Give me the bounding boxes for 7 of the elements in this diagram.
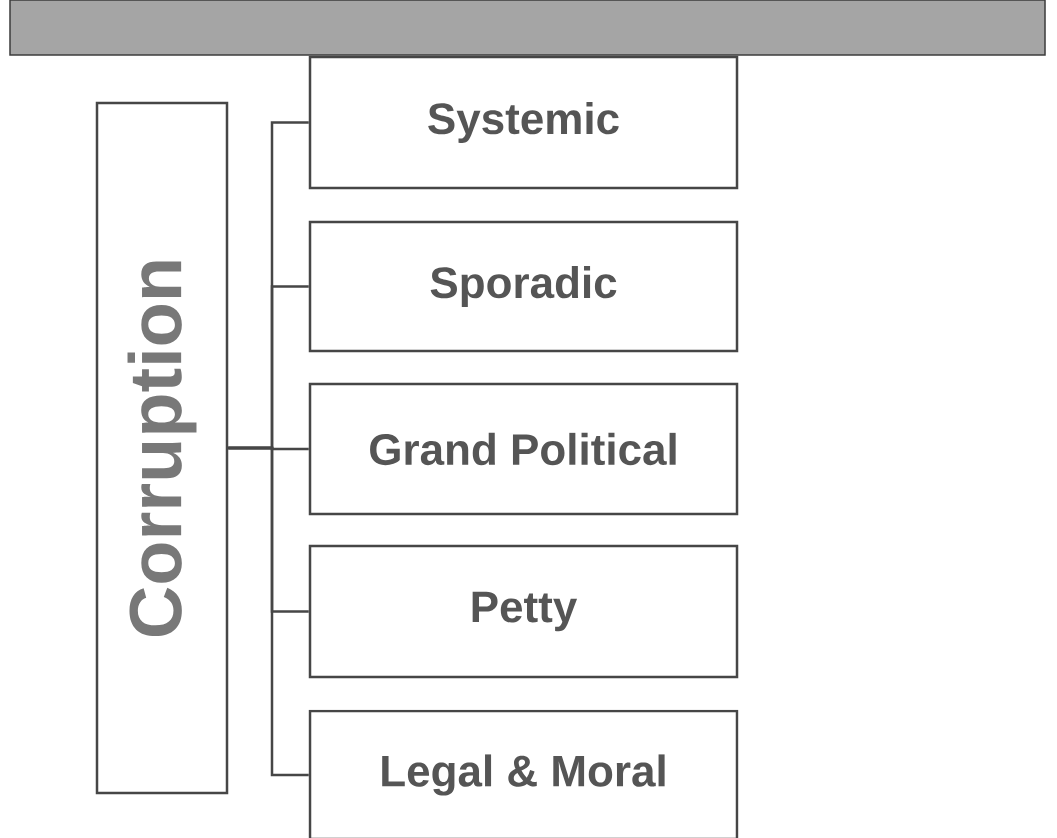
connector-line bbox=[228, 446, 309, 777]
type-box: Grand Political bbox=[308, 382, 739, 516]
type-box: Petty bbox=[308, 544, 739, 679]
type-box: Sporadic bbox=[308, 220, 739, 353]
type-box: Systemic bbox=[308, 55, 739, 190]
type-box: Legal & Moral bbox=[308, 709, 739, 838]
category-box: Corruption bbox=[95, 101, 229, 795]
